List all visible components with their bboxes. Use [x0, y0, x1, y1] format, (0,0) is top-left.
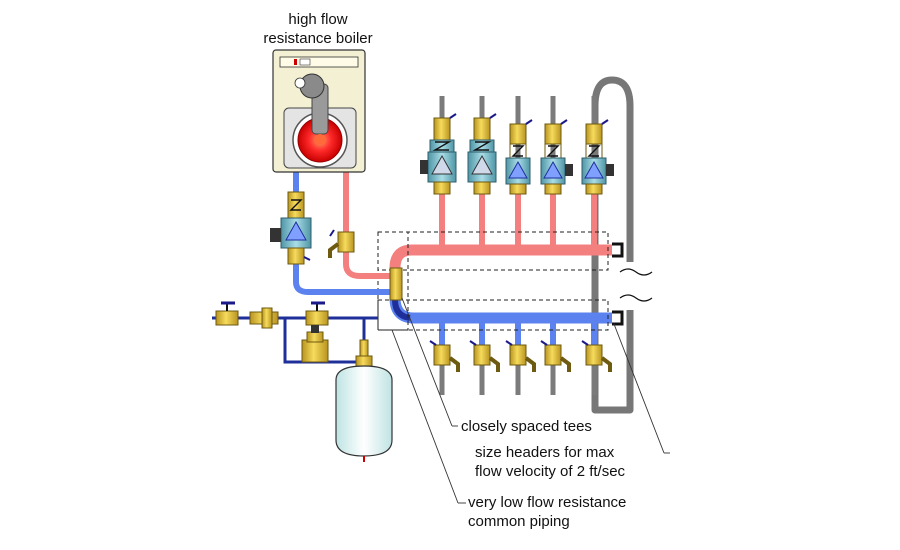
expansion-tank [335, 339, 393, 462]
return-header-dashed-zone [377, 299, 609, 331]
return-header-cap [612, 310, 624, 326]
boiler-supply-pipe [343, 172, 395, 279]
zone-5-circulator [581, 119, 614, 195]
boiler-circulator-assembly [270, 191, 312, 265]
fill-and-expansion-piping [212, 316, 378, 370]
common-piping-label: very low flow resistance common piping [468, 493, 626, 531]
right-loop-pipe [591, 76, 634, 414]
zone-2-circulator [467, 113, 497, 195]
common-piping-dashed-zone [377, 231, 409, 331]
supply-header-dashed-zone [377, 231, 609, 271]
headers-label-line-2: flow velocity of 2 ft/sec [475, 463, 626, 480]
zone-1-circulator [427, 113, 457, 195]
headers-label: size headers for max flow velocity of 2 … [475, 443, 625, 481]
common-piping-label-line-2: common piping [468, 513, 570, 530]
boiler-label: high flow resistance boiler [253, 10, 383, 48]
supply-header-cap [612, 242, 624, 258]
supply-header [389, 244, 612, 269]
boiler-return-pipe [293, 172, 395, 295]
headers-label-line-1: size headers for max [475, 444, 615, 461]
tees-label-text: closely spaced tees [461, 418, 592, 435]
zone-3-circulator [505, 119, 533, 195]
leader-closely-spaced-tees [401, 297, 453, 427]
boiler-label-line-1: high flow [288, 11, 348, 28]
boiler-supply-purge-valve [328, 229, 355, 258]
leader-common-piping [391, 329, 459, 504]
zone-return-valves [429, 340, 612, 372]
closely-spaced-tees [389, 267, 403, 301]
boiler-label-line-2: resistance boiler [263, 30, 373, 47]
leader-size-headers [613, 323, 665, 454]
return-header [389, 297, 612, 324]
tees-label: closely spaced tees [461, 417, 592, 436]
boiler [272, 49, 366, 173]
common-piping-label-line-1: very low flow resistance [468, 494, 627, 511]
zone-1-pump-motor [420, 160, 428, 174]
zone-4-circulator [540, 119, 573, 195]
fill-valve-train [215, 301, 329, 363]
